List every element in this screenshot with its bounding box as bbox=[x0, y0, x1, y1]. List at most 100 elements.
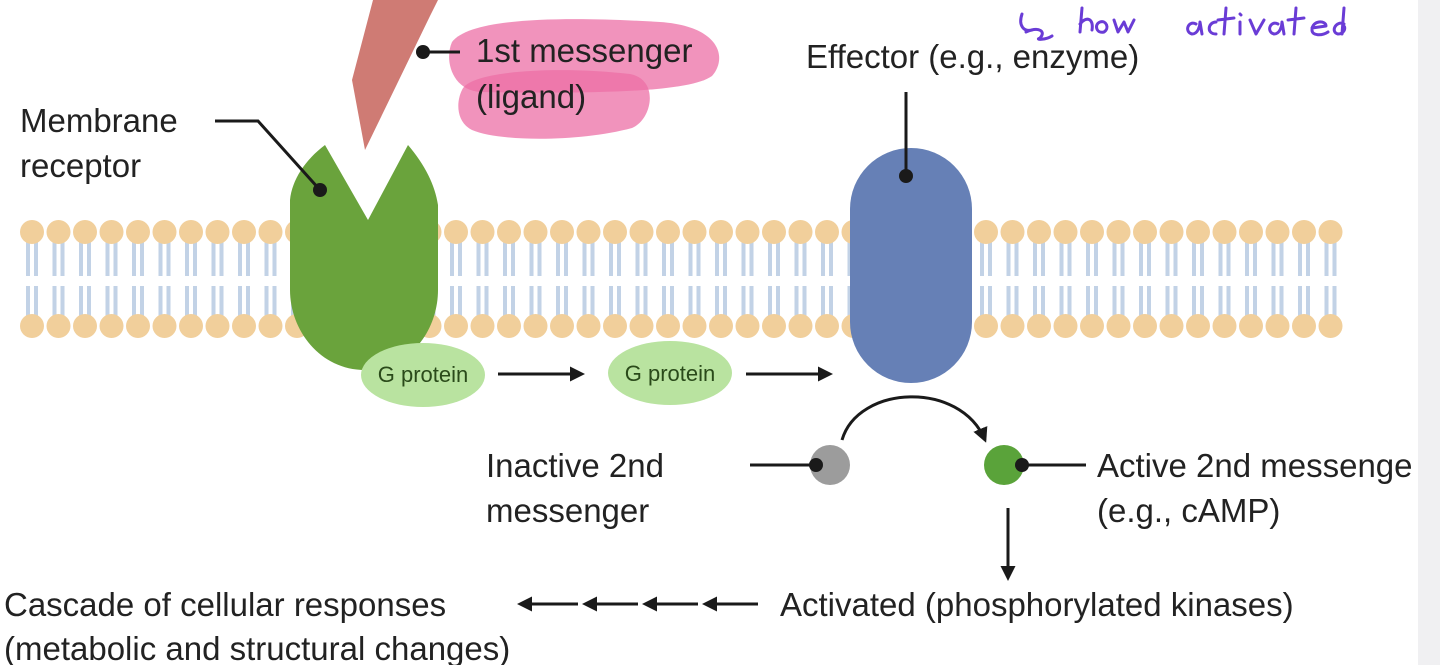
lipid-head bbox=[1027, 314, 1051, 338]
lipid-tail bbox=[458, 240, 462, 276]
phospholipid-bilayer bbox=[20, 220, 1343, 338]
lipid-tail bbox=[1306, 240, 1310, 276]
lipid-tail bbox=[1120, 286, 1125, 322]
lipid-tail bbox=[980, 286, 984, 322]
lipid-tail bbox=[60, 286, 65, 322]
lipid-tail bbox=[1086, 286, 1090, 322]
lipid-tail bbox=[1192, 240, 1196, 276]
lipid-tail bbox=[1147, 286, 1151, 322]
lipid-tail bbox=[1086, 240, 1090, 276]
lipid-head bbox=[709, 220, 733, 244]
lipid-head bbox=[20, 220, 44, 244]
lipid-tail bbox=[484, 286, 489, 322]
ligand-leader-dot bbox=[416, 45, 430, 59]
lipid-head bbox=[152, 314, 177, 338]
lipid-head bbox=[523, 314, 548, 338]
lipid-tail bbox=[1253, 286, 1257, 322]
g-protein-active bbox=[608, 341, 732, 405]
lipid-head bbox=[1159, 314, 1184, 338]
lipid-tail bbox=[988, 240, 992, 276]
lipid-head bbox=[1292, 220, 1316, 244]
lipid-head bbox=[444, 220, 468, 244]
lipid-tail bbox=[1245, 286, 1249, 322]
lipid-tail bbox=[503, 286, 507, 322]
lipid-tail bbox=[556, 286, 560, 322]
lipid-tail bbox=[776, 240, 780, 276]
lipid-tail bbox=[140, 240, 144, 276]
inactive-second-messenger bbox=[810, 445, 850, 485]
lipid-head bbox=[550, 220, 574, 244]
lipid-tail bbox=[802, 240, 807, 276]
lipid-head bbox=[1000, 314, 1025, 338]
highlighter-mark bbox=[449, 19, 720, 139]
lipid-tail bbox=[238, 286, 242, 322]
lipid-head bbox=[205, 314, 230, 338]
active-second-messenger-label-line2: (e.g., cAMP) bbox=[1097, 492, 1280, 529]
lipid-tail bbox=[219, 240, 224, 276]
lipid-tail bbox=[1298, 286, 1302, 322]
lipid-head bbox=[99, 314, 124, 338]
lipid-head bbox=[815, 220, 839, 244]
lipid-tail bbox=[1306, 286, 1310, 322]
membrane-receptor-label-line2: receptor bbox=[20, 147, 141, 184]
g-protein-label-1: G protein bbox=[378, 362, 469, 387]
active-second-messenger-label-line1: Active 2nd messenge bbox=[1097, 447, 1413, 484]
kinases-label: Activated (phosphorylated kinases) bbox=[780, 586, 1294, 623]
lipid-tail bbox=[564, 240, 568, 276]
lipid-tail bbox=[1139, 240, 1143, 276]
lipid-tail bbox=[79, 286, 83, 322]
lipid-tail bbox=[617, 286, 621, 322]
lipid-tail bbox=[1226, 286, 1231, 322]
lipid-tail bbox=[1271, 286, 1276, 322]
lipid-head bbox=[1265, 314, 1290, 338]
effector-label: Effector (e.g., enzyme) bbox=[806, 38, 1139, 75]
lipid-tail bbox=[264, 286, 269, 322]
lipid-tail bbox=[643, 240, 648, 276]
lipid-tail bbox=[662, 286, 666, 322]
lipid-tail bbox=[1279, 240, 1284, 276]
lipid-tail bbox=[1298, 240, 1302, 276]
lipid-head bbox=[735, 220, 760, 244]
lipid-head bbox=[1212, 314, 1237, 338]
lipid-tail bbox=[476, 240, 481, 276]
lipid-head bbox=[974, 220, 998, 244]
lipid-tail bbox=[193, 286, 197, 322]
lipid-tail bbox=[821, 240, 825, 276]
lipid-tail bbox=[776, 286, 780, 322]
lipid-heads-bottom bbox=[20, 314, 1343, 338]
lipid-tail bbox=[1200, 286, 1204, 322]
lipid-head bbox=[629, 220, 654, 244]
lipid-tail bbox=[749, 286, 754, 322]
lipid-head bbox=[603, 220, 627, 244]
lipid-head bbox=[1106, 314, 1131, 338]
lipid-head bbox=[523, 220, 548, 244]
lipid-tail bbox=[715, 240, 719, 276]
lipid-tail bbox=[1324, 286, 1329, 322]
lipid-head bbox=[762, 220, 786, 244]
lipid-tail bbox=[1120, 240, 1125, 276]
lipid-tail bbox=[794, 240, 799, 276]
handwritten-note bbox=[1019, 6, 1347, 41]
lipid-head bbox=[470, 220, 495, 244]
lipid-tail bbox=[556, 240, 560, 276]
lipid-head bbox=[1133, 314, 1157, 338]
lipid-tail bbox=[590, 286, 595, 322]
lipid-tail bbox=[643, 286, 648, 322]
lipid-tail bbox=[1165, 240, 1170, 276]
lipid-head bbox=[1212, 220, 1237, 244]
lipid-head bbox=[1239, 220, 1263, 244]
lipid-head bbox=[126, 314, 150, 338]
first-messenger-label-line2: (ligand) bbox=[476, 78, 586, 115]
lipid-tail bbox=[582, 286, 587, 322]
lipid-tail bbox=[794, 286, 799, 322]
membrane-receptor-label-line1: Membrane bbox=[20, 102, 178, 139]
lipid-tail bbox=[79, 240, 83, 276]
inactive-second-messenger-label-line1: Inactive 2nd bbox=[486, 447, 664, 484]
lipid-tail bbox=[26, 240, 30, 276]
lipid-tail bbox=[158, 286, 163, 322]
lipid-head bbox=[46, 314, 71, 338]
lipid-head bbox=[99, 220, 124, 244]
lipid-head bbox=[682, 220, 707, 244]
lipid-tail bbox=[185, 286, 189, 322]
